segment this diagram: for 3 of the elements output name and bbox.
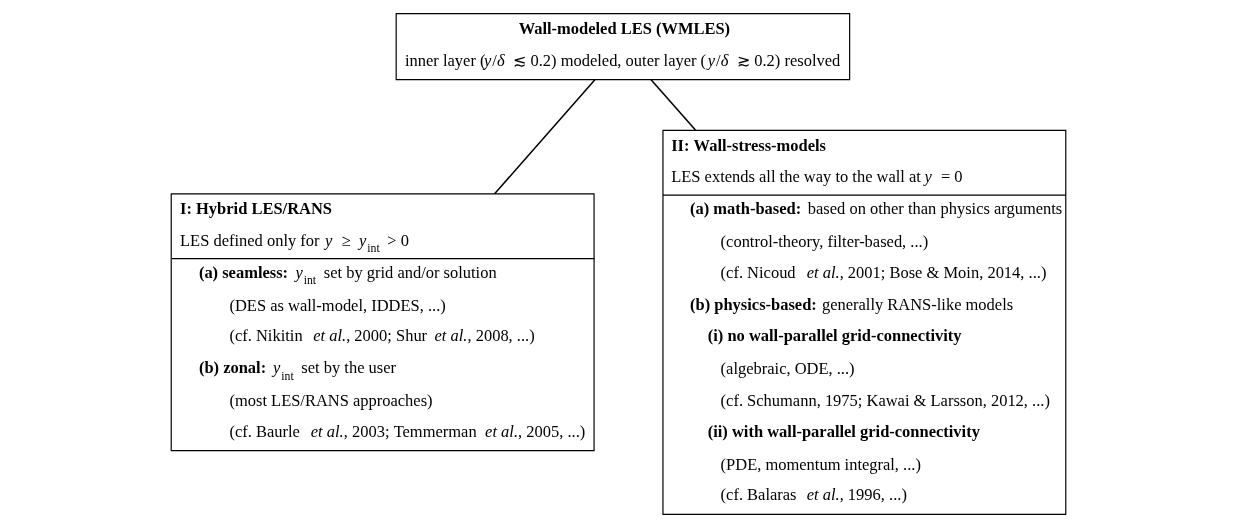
connector	[493, 78, 596, 195]
node-box: Wall-modeled LES (WMLES) inner layer (y/δ ≲ 0.2) modeled, outer layer (y/δ ≳ 0.2) resolved	[395, 12, 850, 80]
connector	[649, 78, 696, 131]
